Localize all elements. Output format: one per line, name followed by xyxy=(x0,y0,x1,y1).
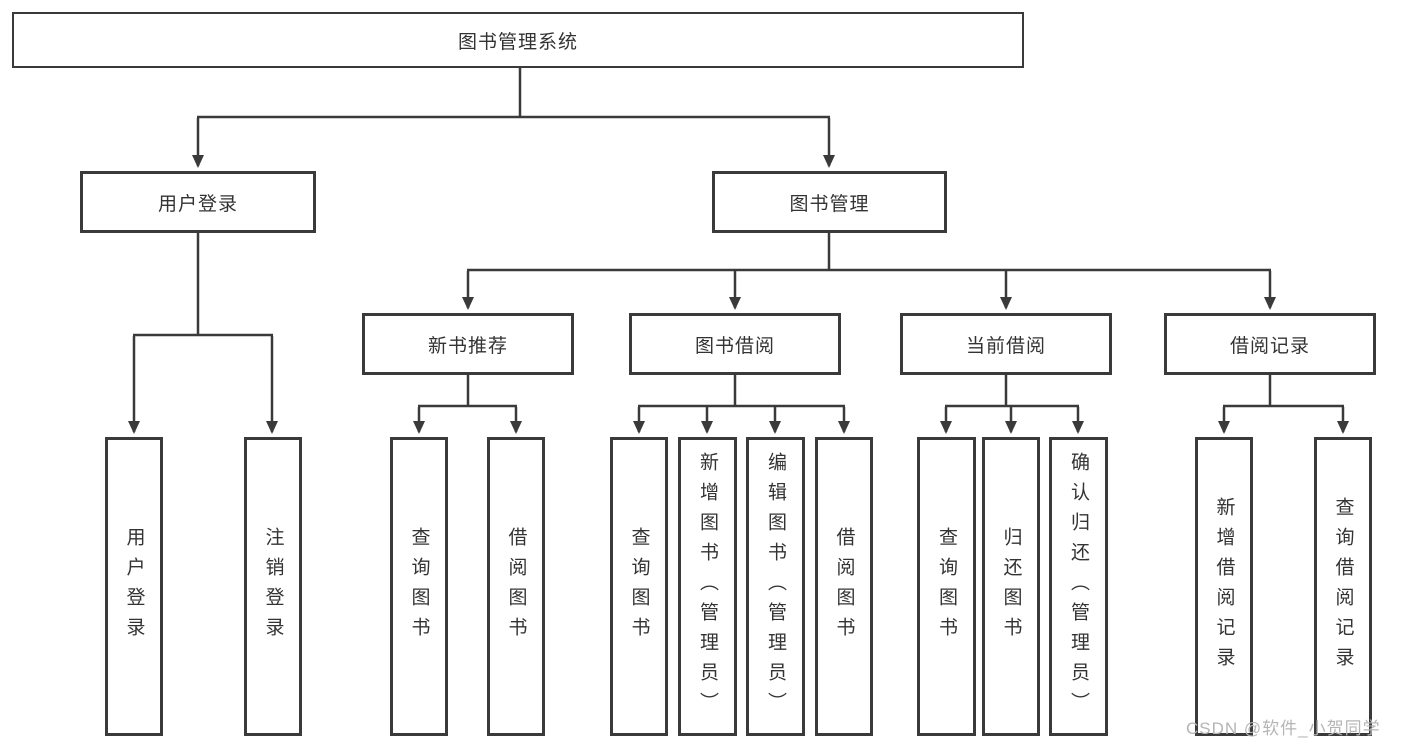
leaf-logout: 注销登录 xyxy=(244,437,302,736)
node-borrow-record: 借阅记录 xyxy=(1164,313,1376,375)
node-current-borrow: 当前借阅 xyxy=(900,313,1112,375)
leaf-logout-label: 注销登录 xyxy=(262,526,284,647)
node-borrow-record-label: 借阅记录 xyxy=(1229,335,1310,357)
leaf-return-books-label: 归还图书 xyxy=(1000,526,1022,647)
leaf-confirm-return-admin-label: 确认归还（管理员） xyxy=(1068,451,1089,722)
leaf-add-borrow-record-label: 新增借阅记录 xyxy=(1213,496,1235,677)
leaf-return-books: 归还图书 xyxy=(982,437,1040,736)
leaf-user-login: 用户登录 xyxy=(105,437,163,736)
node-book-management-label: 图书管理 xyxy=(789,193,870,215)
node-root-system: 图书管理系统 xyxy=(12,12,1024,68)
leaf-edit-books-admin-label: 编辑图书（管理员） xyxy=(765,451,786,722)
leaf-borrow-books-label: 借阅图书 xyxy=(833,526,855,647)
node-new-book-recommend: 新书推荐 xyxy=(362,313,574,375)
leaf-edit-books-admin: 编辑图书（管理员） xyxy=(746,437,805,736)
node-book-borrow: 图书借阅 xyxy=(629,313,841,375)
node-book-management: 图书管理 xyxy=(712,171,947,233)
leaf-borrow-books: 借阅图书 xyxy=(815,437,873,736)
node-user-login-label: 用户登录 xyxy=(157,193,238,215)
leaf-query-books-recommend: 查询图书 xyxy=(390,437,448,736)
leaf-query-borrow-record-label: 查询借阅记录 xyxy=(1332,496,1354,677)
node-root-label: 图书管理系统 xyxy=(457,31,578,53)
leaf-confirm-return-admin: 确认归还（管理员） xyxy=(1049,437,1108,736)
node-new-book-recommend-label: 新书推荐 xyxy=(427,335,508,357)
node-user-login: 用户登录 xyxy=(80,171,316,233)
leaf-add-borrow-record: 新增借阅记录 xyxy=(1195,437,1253,736)
leaf-add-books-admin: 新增图书（管理员） xyxy=(678,437,737,736)
leaf-user-login-label: 用户登录 xyxy=(123,526,145,647)
leaf-query-books-current: 查询图书 xyxy=(917,437,976,736)
node-book-borrow-label: 图书借阅 xyxy=(694,335,775,357)
csdn-watermark: CSDN @软件_小贺同学 xyxy=(1186,719,1381,738)
leaf-query-books-borrow: 查询图书 xyxy=(610,437,668,736)
leaf-add-books-admin-label: 新增图书（管理员） xyxy=(697,451,718,722)
leaf-query-books-recommend-label: 查询图书 xyxy=(408,526,430,647)
leaf-query-books-borrow-label: 查询图书 xyxy=(628,526,650,647)
leaf-borrow-books-recommend-label: 借阅图书 xyxy=(505,526,527,647)
leaf-borrow-books-recommend: 借阅图书 xyxy=(487,437,545,736)
leaf-query-borrow-record: 查询借阅记录 xyxy=(1314,437,1372,736)
node-current-borrow-label: 当前借阅 xyxy=(965,335,1046,357)
leaf-query-books-current-label: 查询图书 xyxy=(936,526,957,647)
